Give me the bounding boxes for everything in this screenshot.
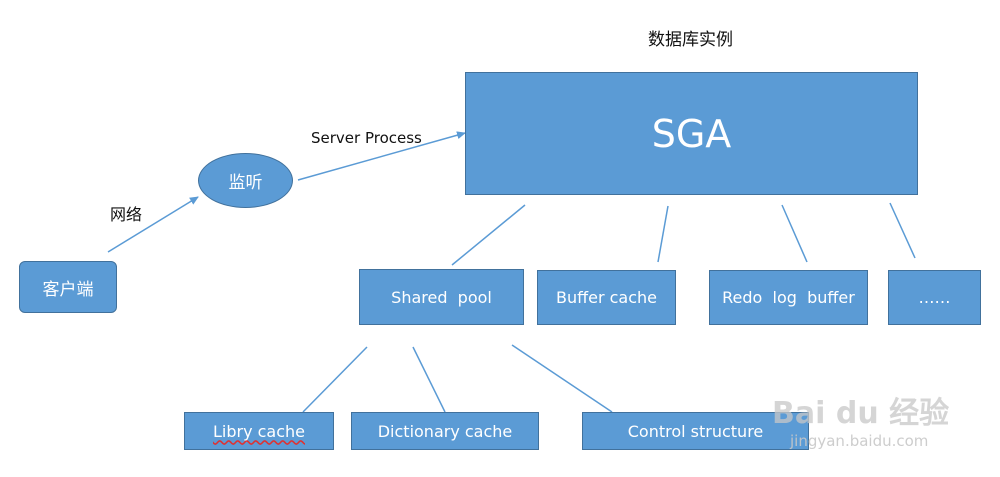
watermark-url: jingyan.baidu.com (790, 432, 929, 450)
control-structure-node: Control structure (582, 412, 809, 450)
server-process-label: Server Process (311, 129, 422, 147)
sga-to-shared-pool-line (451, 204, 526, 266)
client-node: 客户端 (19, 261, 117, 313)
more-node: …… (888, 270, 981, 325)
shared-pool-node: Shared pool (359, 269, 524, 325)
dictionary-cache-node: Dictionary cache (351, 412, 539, 450)
watermark-logo: Bai du 经验 (772, 396, 950, 431)
sga-to-more-line (889, 202, 916, 259)
buffer-cache-node: Buffer cache (537, 270, 676, 325)
library-cache-node: Libry cache (184, 412, 334, 450)
library-cache-label: Libry cache (212, 421, 306, 441)
redo-log-buffer-node: Redo log buffer (709, 270, 868, 325)
instance-title: 数据库实例 (648, 30, 733, 50)
client-to-listener-arrow (107, 196, 199, 253)
network-label: 网络 (110, 205, 143, 224)
shared-pool-to-library-cache-line (302, 346, 368, 413)
shared-pool-to-control-structure-line (511, 344, 613, 413)
sga-node: SGA (465, 72, 918, 195)
listener-node: 监听 (198, 153, 293, 208)
sga-to-buffer-cache-line (657, 205, 669, 263)
sga-to-redo-log-line (781, 204, 808, 263)
listener-to-sga-arrow (297, 131, 466, 181)
shared-pool-to-dictionary-cache-line (412, 346, 446, 413)
